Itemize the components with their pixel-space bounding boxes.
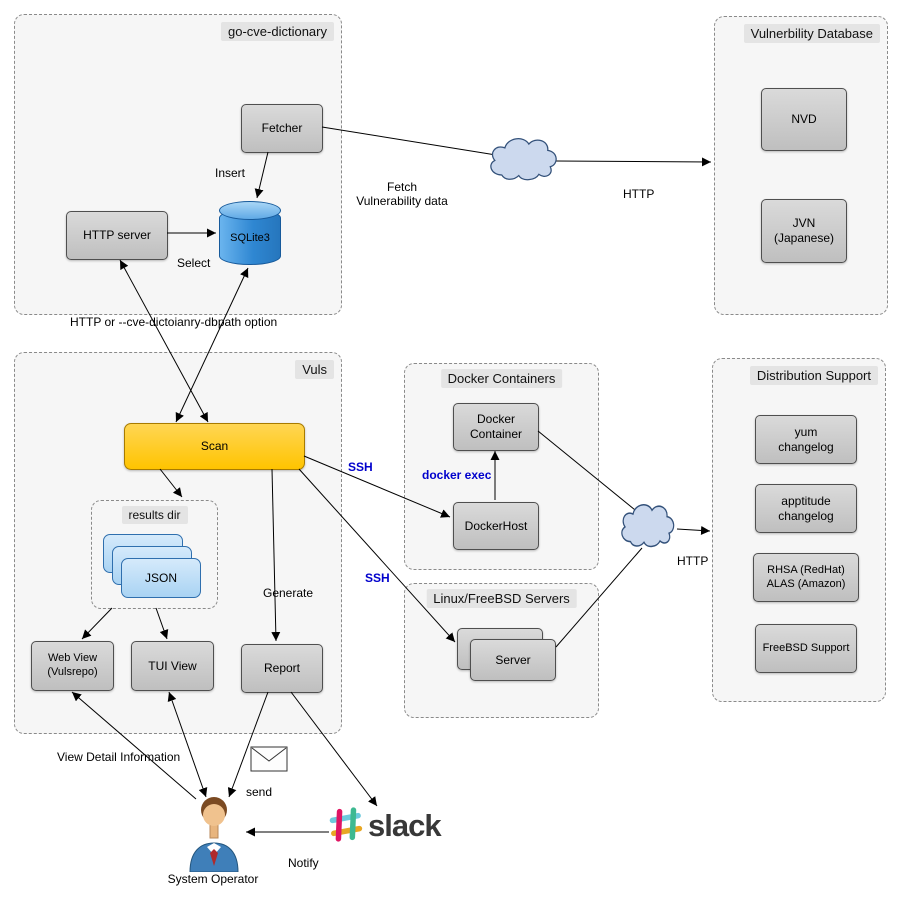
node-server: Server (470, 639, 556, 681)
node-rhsa-alas: RHSA (RedHat) ALAS (Amazon) (753, 553, 859, 602)
node-apptitude-changelog: apptitude changelog (755, 484, 857, 533)
node-docker-container: Docker Container (453, 403, 539, 451)
node-yum-changelog: yum changelog (755, 415, 857, 464)
node-sqlite3-label: SQLite3 (230, 232, 270, 244)
node-scan: Scan (124, 423, 305, 470)
label-http-to-vulndb: HTTP (623, 187, 655, 201)
label-send: send (246, 785, 273, 799)
node-sqlite3-cylinder: SQLite3 (219, 201, 281, 265)
node-web-view: Web View (Vulsrepo) (31, 641, 114, 691)
cloud-internet-right-icon (621, 504, 675, 548)
group-title-docker-containers: Docker Containers (440, 369, 563, 388)
mail-envelope-icon (250, 746, 288, 777)
label-insert: Insert (215, 166, 246, 180)
node-fetcher: Fetcher (241, 104, 323, 153)
label-view-detail-information: View Detail Information (57, 750, 181, 764)
arrow-cloud-to-vulndb (555, 157, 712, 167)
arrow-fetcher-to-cloud (321, 126, 497, 156)
label-ssh-to-docker: SSH (348, 460, 373, 474)
node-jvn: JVN (Japanese) (761, 199, 847, 263)
label-notify: Notify (288, 856, 319, 870)
group-title-vuls: Vuls (295, 360, 334, 379)
label-system-operator: System Operator (167, 872, 259, 886)
label-http-or-dbpath: HTTP or --cve-dictoianry-dbpath option (70, 315, 278, 329)
slack-logo: slack (328, 806, 442, 844)
node-docker-host: DockerHost (453, 502, 539, 550)
label-fetch-vulnerability-data: Fetch Vulnerability data (356, 180, 448, 208)
system-operator-icon (186, 796, 242, 877)
label-select: Select (177, 256, 211, 270)
node-json: JSON (121, 558, 201, 598)
cloud-internet-top-icon (490, 138, 557, 181)
node-report: Report (241, 644, 323, 693)
slack-hash-icon (329, 807, 363, 842)
label-ssh-to-servers: SSH (365, 571, 390, 585)
node-freebsd-support: FreeBSD Support (755, 624, 857, 673)
group-title-distribution-support: Distribution Support (749, 366, 878, 385)
label-docker-exec: docker exec (422, 468, 492, 482)
slack-wordmark: slack (368, 807, 442, 843)
group-title-results-dir: results dir (121, 506, 188, 524)
label-http-to-dist: HTTP (677, 554, 709, 568)
group-title-linux-freebsd-servers: Linux/FreeBSD Servers (426, 589, 577, 608)
group-title-go-cve-dictionary: go-cve-dictionary (221, 22, 334, 41)
cylinder-top (219, 201, 281, 220)
group-title-vulnerability-database: Vulnerbility Database (743, 24, 880, 43)
node-http-server: HTTP server (66, 211, 168, 260)
group-vulnerability-database: Vulnerbility Database (714, 16, 888, 315)
arrow-cloud-to-dist (676, 525, 711, 535)
node-tui-view: TUI View (131, 641, 214, 691)
label-generate: Generate (263, 586, 314, 600)
node-nvd: NVD (761, 88, 847, 151)
